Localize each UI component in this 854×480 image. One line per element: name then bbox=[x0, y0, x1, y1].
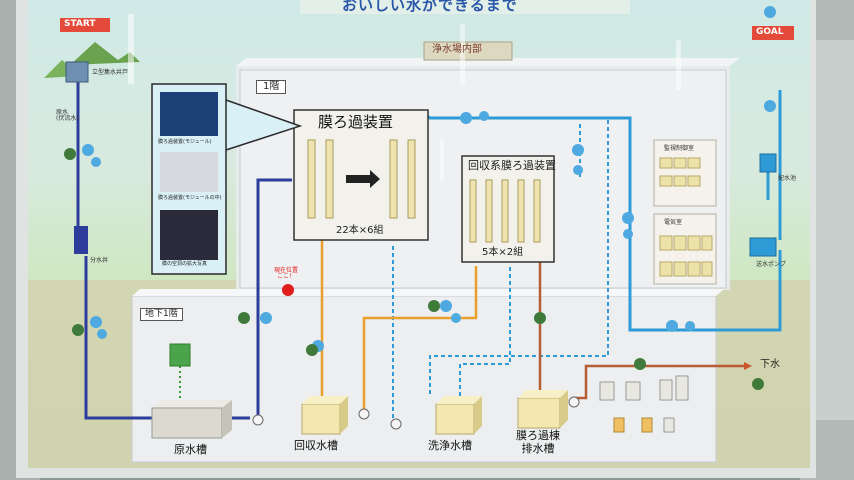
wash-tank-label: 洗浄水槽 bbox=[428, 439, 472, 452]
mascot-droplets bbox=[82, 6, 776, 352]
banner-label: 浄水場内部 bbox=[432, 44, 482, 55]
membrane-modules bbox=[307, 139, 416, 219]
start-label: START bbox=[64, 19, 96, 29]
recovery-modules bbox=[469, 179, 541, 243]
recovery-membrane-count: 5本×2組 bbox=[482, 247, 524, 258]
inset-caption-1: 膜ろ過装置(モジュール) bbox=[158, 139, 212, 145]
recovery-water-line bbox=[320, 240, 478, 412]
banner bbox=[423, 41, 513, 61]
well-label: 分水井 bbox=[90, 257, 109, 264]
drain-tank-label: 膜ろ過棟 排水槽 bbox=[516, 429, 560, 455]
goal-label-bg bbox=[752, 26, 794, 40]
raw-water-label: 原水 (伏流水) bbox=[56, 109, 79, 122]
start-label-bg bbox=[60, 18, 110, 32]
distribution-well bbox=[74, 226, 88, 254]
chemical-tank bbox=[169, 343, 191, 367]
inset-caption-3: 膜の空洞の拡大写真 bbox=[162, 261, 208, 267]
monitor-room-label: 監視制御室 bbox=[664, 145, 695, 152]
current-location-label: 現在位置 ここ！ bbox=[274, 267, 299, 280]
recovery-tank-label: 回収水槽 bbox=[294, 439, 338, 452]
goal-label: GOAL bbox=[756, 27, 784, 37]
recovery-water-tank bbox=[301, 396, 348, 435]
raw-water-tank bbox=[151, 400, 232, 439]
electric-room-label: 電気室 bbox=[664, 219, 683, 226]
basement-panel bbox=[131, 295, 717, 463]
first-floor-label: 1階 bbox=[256, 80, 287, 94]
drain-tank bbox=[517, 390, 568, 429]
sewer-label: 下水 bbox=[760, 359, 780, 370]
intake-label: 立型集水井戸 bbox=[92, 69, 129, 76]
pump-station bbox=[749, 237, 777, 257]
pump-icons bbox=[252, 396, 580, 430]
distribution-label: 配水池 bbox=[778, 175, 797, 182]
poster-title: おいしい水ができるまで bbox=[342, 0, 518, 14]
current-location-marker bbox=[282, 284, 294, 296]
drain-line bbox=[538, 258, 744, 400]
inset-caption-2: 膜ろ過装置(モジュールの中) bbox=[158, 195, 222, 201]
pump-label: 送水ポンプ bbox=[756, 261, 786, 268]
basement-label: 地下1階 bbox=[140, 308, 183, 321]
raw-tank-label: 原水槽 bbox=[174, 443, 207, 456]
mascot-green bbox=[64, 148, 764, 390]
membrane-arrow-icon bbox=[346, 170, 380, 188]
distribution-tank bbox=[759, 153, 777, 173]
membrane-title: 膜ろ過装置 bbox=[318, 113, 394, 131]
monitor-room bbox=[653, 139, 717, 207]
wash-water-tank bbox=[435, 396, 482, 435]
recovery-membrane-title: 回収系膜ろ過装置 bbox=[468, 159, 556, 172]
membrane-count: 22本×6組 bbox=[336, 225, 384, 236]
